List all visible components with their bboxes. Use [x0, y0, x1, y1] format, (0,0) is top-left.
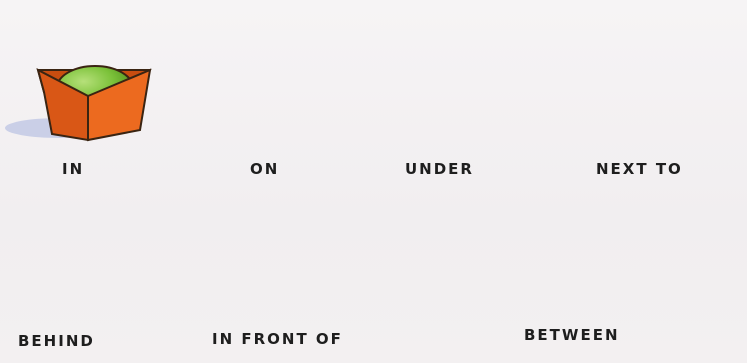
label-behind: BEHIND [18, 332, 95, 350]
label-in-front-of: IN FRONT OF [212, 330, 343, 348]
label-in: IN [62, 160, 84, 178]
label-under: UNDER [405, 160, 474, 178]
label-on: ON [250, 160, 279, 178]
label-between: BETWEEN [524, 326, 620, 344]
label-next-to: NEXT TO [596, 160, 683, 178]
scene-in [5, 66, 150, 140]
